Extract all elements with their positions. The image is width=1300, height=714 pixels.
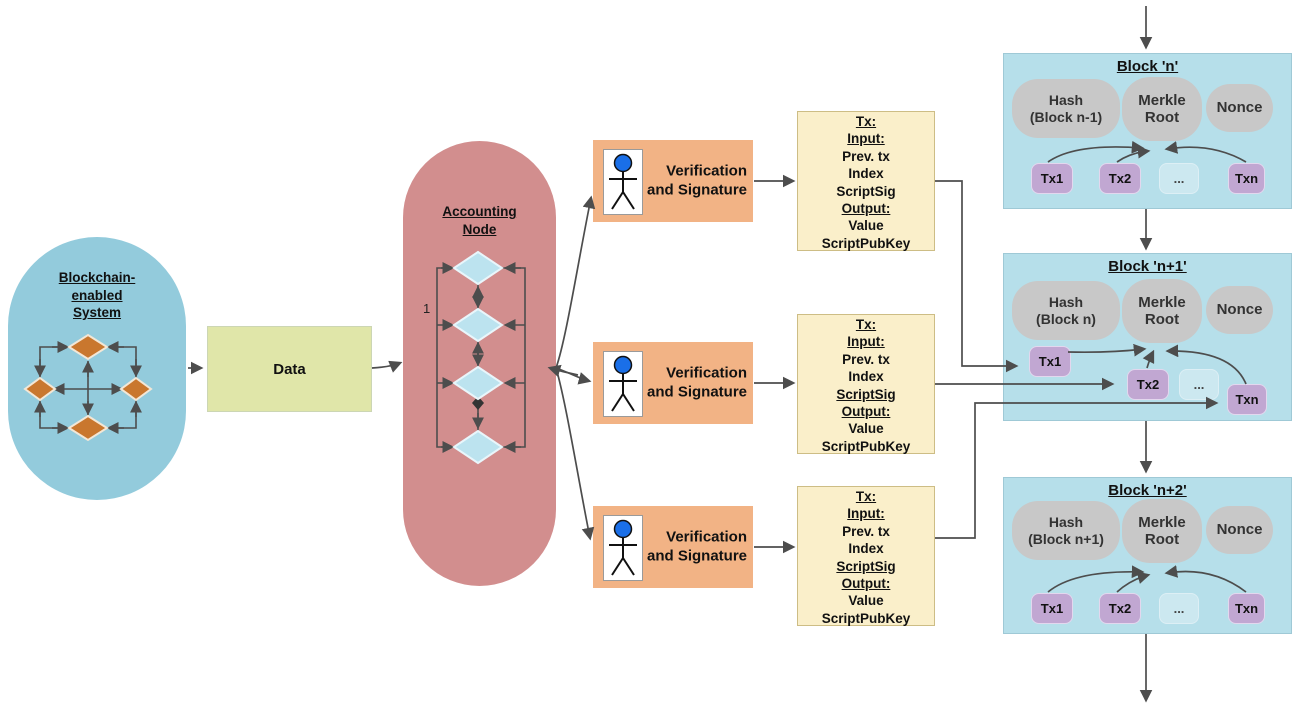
block-card-n: Block 'n' Hash (Block n-1) Merkle Root N… — [1003, 53, 1292, 209]
tx-line: Index — [848, 541, 884, 557]
tx-chip: Tx2 — [1099, 163, 1141, 194]
tx-chip: Txn — [1228, 593, 1265, 624]
tx-chip: Txn — [1227, 384, 1267, 415]
tx-chip: Tx2 — [1127, 369, 1169, 400]
accounting-node-capsule: Accounting Node 1 — [403, 141, 556, 586]
verification-label: Verification and Signature — [646, 528, 747, 564]
tx-line: Value — [848, 421, 884, 437]
verification-box-2: Verification and Signature — [593, 342, 753, 424]
tx-line: Input: — [847, 334, 885, 350]
tx-chip: Tx1 — [1031, 163, 1073, 194]
block-title: Block 'n+2' — [1108, 482, 1187, 499]
tx-line: Prev. tx — [842, 351, 890, 367]
verification-label: Verification and Signature — [646, 364, 747, 400]
stick-figure-icon — [609, 355, 637, 412]
stick-figure-icon — [609, 519, 637, 576]
user-figure-panel — [603, 149, 643, 215]
data-label: Data — [273, 360, 306, 378]
tx-line: ScriptPubKey — [821, 438, 911, 454]
hash-pill: Hash (Block n+1) — [1012, 501, 1120, 560]
tx-chip: Tx1 — [1031, 593, 1073, 624]
tx-line: Value — [848, 218, 884, 234]
blockchain-system-capsule: Blockchain-enabled System — [8, 237, 186, 500]
ellipsis-chip: ... — [1159, 593, 1199, 624]
tx-line: Index — [848, 369, 884, 385]
accounting-node-title: Accounting Node — [442, 204, 517, 237]
tx-line: Output: — [841, 576, 891, 592]
tx-line: Output: — [841, 404, 891, 420]
nonce-pill: Nonce — [1206, 506, 1273, 554]
hash-pill: Hash (Block n) — [1012, 281, 1120, 340]
block-card-n2: Block 'n+2' Hash (Block n+1) Merkle Root… — [1003, 477, 1292, 634]
tx-line: Input: — [847, 131, 885, 147]
tx-chip: Tx2 — [1099, 593, 1141, 624]
data-box: Data — [207, 326, 372, 412]
stick-figure-icon — [609, 153, 637, 210]
verification-box-1: Verification and Signature — [593, 140, 753, 222]
rail-label: 1 — [423, 301, 431, 316]
merkle-root-pill: Merkle Root — [1122, 279, 1202, 343]
nonce-pill: Nonce — [1206, 286, 1273, 334]
tx-chip: Txn — [1228, 163, 1265, 194]
block-card-n1: Block 'n+1' Hash (Block n) Merkle Root N… — [1003, 253, 1292, 421]
tx-chip: Tx1 — [1029, 346, 1071, 377]
tx-line: Value — [848, 593, 884, 609]
tx-line: Prev. tx — [842, 148, 890, 164]
tx-detail-box-1: Tx: Input: Prev. tx Index ScriptSig Outp… — [797, 111, 935, 251]
tx-line: ScriptSig — [836, 386, 896, 402]
tx-line: ScriptSig — [836, 183, 896, 199]
ellipsis-chip: ... — [1159, 163, 1199, 194]
blockchain-system-title: Blockchain-enabled System — [58, 270, 136, 321]
nonce-pill: Nonce — [1206, 84, 1273, 132]
tx-line: Tx: — [855, 489, 877, 504]
tx-line: ScriptPubKey — [821, 235, 911, 251]
verification-box-3: Verification and Signature — [593, 506, 753, 588]
tx-line: Prev. tx — [842, 523, 890, 539]
merkle-root-pill: Merkle Root — [1122, 499, 1202, 563]
merkle-root-pill: Merkle Root — [1122, 77, 1202, 141]
verification-label: Verification and Signature — [646, 162, 747, 198]
tx-line: Index — [848, 166, 884, 182]
user-figure-panel — [603, 351, 643, 417]
block-title: Block 'n' — [1116, 58, 1179, 75]
user-figure-panel — [603, 515, 643, 581]
block-title: Block 'n+1' — [1108, 258, 1187, 275]
tx-line: Tx: — [855, 317, 877, 332]
hash-pill: Hash (Block n-1) — [1012, 79, 1120, 138]
tx-line: Tx: — [855, 114, 877, 129]
tx-detail-box-2: Tx: Input: Prev. tx Index ScriptSig Outp… — [797, 314, 935, 454]
tx-line: Input: — [847, 506, 885, 522]
tx-line: ScriptSig — [836, 558, 896, 574]
tx-line: Output: — [841, 201, 891, 217]
ellipsis-chip: ... — [1179, 369, 1219, 400]
tx-line: ScriptPubKey — [821, 610, 911, 626]
tx-detail-box-3: Tx: Input: Prev. tx Index ScriptSig Outp… — [797, 486, 935, 626]
